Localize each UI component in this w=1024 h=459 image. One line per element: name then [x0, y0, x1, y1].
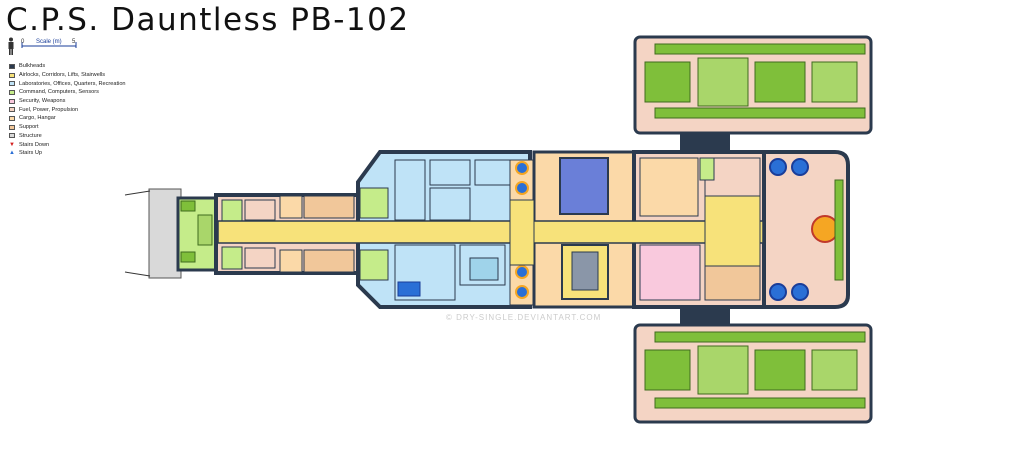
bow-structure [148, 188, 182, 279]
legend-swatch [9, 63, 15, 69]
person-scale-figure [8, 37, 14, 55]
arrow-down-icon: ▼ [9, 141, 15, 148]
legend-swatch [9, 133, 15, 139]
legend-swatch [9, 98, 15, 104]
legend-item: ▼ Stairs Down [9, 140, 126, 149]
scale-bar [21, 42, 77, 48]
legend-item: Fuel, Power, Propulsion [9, 105, 126, 114]
scale-end-label: 5 [72, 39, 76, 45]
legend-swatch [9, 107, 15, 113]
legend-item: Bulkheads [9, 62, 126, 71]
legend-label: Cargo, Hangar [19, 115, 56, 122]
legend-item: ▲ Stairs Up [9, 149, 126, 158]
legend-label: Structure [19, 132, 42, 139]
legend-label: Security, Weapons [19, 98, 66, 105]
legend-swatch [9, 72, 15, 78]
legend-swatch [9, 115, 15, 121]
legend-item: Cargo, Hangar [9, 114, 126, 123]
legend-swatch [9, 81, 15, 87]
legend-item: Structure [9, 132, 126, 141]
legend-swatch [9, 89, 15, 95]
legend-item: Laboratories, Offices, Quarters, Recreat… [9, 79, 126, 88]
legend-label: Bulkheads [19, 63, 46, 70]
legend-label: Support [19, 124, 39, 131]
legend-item: Command, Computers, Sensors [9, 88, 126, 97]
legend-label: Command, Computers, Sensors [19, 89, 99, 96]
legend-label: Fuel, Power, Propulsion [19, 106, 79, 113]
legend-label: Stairs Up [19, 150, 43, 157]
arrow-up-icon: ▲ [9, 150, 15, 157]
central-corridor [217, 220, 764, 244]
legend-item: Support [9, 123, 126, 132]
legend-item: Airlocks, Corridors, Lifts, Stairwells [9, 71, 126, 80]
hangar-pad [559, 157, 609, 215]
diagram-title: C.P.S. Dauntless PB-102 [6, 2, 410, 38]
scale-start-label: 0 [21, 39, 25, 45]
engine-room [762, 150, 850, 309]
legend-label: Stairs Down [19, 141, 50, 148]
legend-swatch [9, 124, 15, 130]
watermark: © DRY-SINGLE.DEVIANTART.COM [446, 313, 602, 322]
legend-item: Security, Weapons [9, 97, 126, 106]
legend-label: Laboratories, Offices, Quarters, Recreat… [19, 80, 126, 87]
scale-label: Scale (m) [36, 39, 62, 45]
legend-label: Airlocks, Corridors, Lifts, Stairwells [19, 72, 106, 79]
